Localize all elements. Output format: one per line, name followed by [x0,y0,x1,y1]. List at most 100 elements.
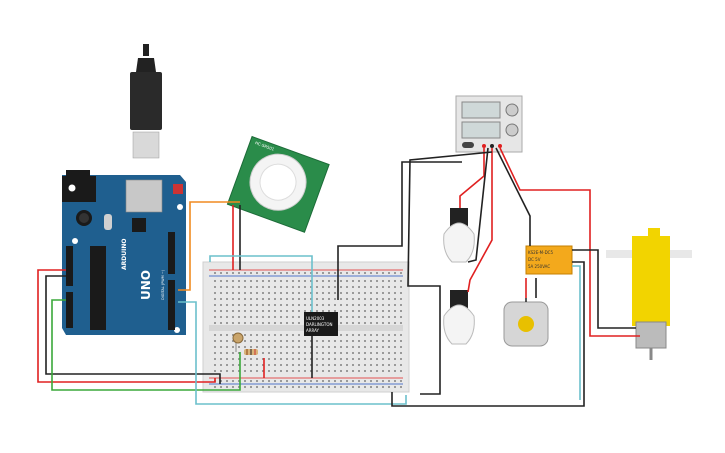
breadboard-hole [394,298,396,300]
breadboard-hole [220,310,222,312]
breadboard-hole [334,298,336,300]
breadboard-hole [328,280,330,282]
breadboard-hole [262,310,264,312]
breadboard-hole [364,370,366,372]
breadboard-hole [310,286,312,288]
breadboard-hole [256,310,258,312]
breadboard-hole [340,352,342,354]
breadboard-hole [214,386,216,388]
breadboard-hole [292,370,294,372]
breadboard-hole [226,298,228,300]
breadboard-hole [400,358,402,360]
breadboard-hole [238,310,240,312]
breadboard-hole [382,316,384,318]
breadboard-hole [310,298,312,300]
breadboard-hole [256,346,258,348]
breadboard-hole [214,280,216,282]
breadboard-hole [322,286,324,288]
breadboard-hole [388,304,390,306]
breadboard-hole [286,352,288,354]
ic-chip-line2: DARLINGTON [306,322,332,327]
breadboard-hole [340,340,342,342]
breadboard-hole [394,280,396,282]
breadboard-hole [310,340,312,342]
gear-motor [606,228,692,360]
wire-black-relay [572,249,636,329]
breadboard-hole [268,358,270,360]
breadboard-hole [238,346,240,348]
breadboard-hole [376,364,378,366]
breadboard-hole [310,352,312,354]
breadboard-hole [400,310,402,312]
breadboard-hole [268,304,270,306]
wire-cyan-a [178,301,407,405]
breadboard-hole [292,340,294,342]
breadboard-hole [382,386,384,388]
arduino-digital-label: DIGITAL (PWM ~) [161,269,165,300]
breadboard-hole [370,364,372,366]
usb-cable [130,44,162,159]
breadboard-hole [274,358,276,360]
breadboard-hole [382,364,384,366]
breadboard-hole [226,380,228,382]
breadboard-hole [226,340,228,342]
breadboard-hole [316,310,318,312]
breadboard-hole [304,310,306,312]
breadboard-hole [400,322,402,324]
breadboard-hole [364,280,366,282]
breadboard-hole [220,386,222,388]
breadboard-hole [376,352,378,354]
breadboard-hole [244,316,246,318]
breadboard-hole [286,380,288,382]
relay-line3: 5A 250VAC [528,264,550,269]
breadboard-hole [316,352,318,354]
breadboard-hole [262,292,264,294]
breadboard-hole [376,358,378,360]
breadboard-hole [322,386,324,388]
breadboard-hole [358,352,360,354]
breadboard-hole [328,292,330,294]
breadboard-hole [334,380,336,382]
breadboard-hole [238,364,240,366]
breadboard-hole [232,370,234,372]
breadboard-hole [400,286,402,288]
breadboard-hole [274,286,276,288]
breadboard-hole [340,346,342,348]
breadboard-hole [388,286,390,288]
wire-red-ps1 [459,148,485,208]
breadboard-hole [274,340,276,342]
breadboard-hole [370,286,372,288]
breadboard-hole [262,340,264,342]
breadboard-hole [400,346,402,348]
breadboard-hole [256,370,258,372]
breadboard-hole [358,386,360,388]
breadboard-hole [286,272,288,274]
breadboard-hole [226,386,228,388]
breadboard-hole [286,386,288,388]
breadboard-hole [238,286,240,288]
breadboard-hole [226,352,228,354]
breadboard-hole [310,380,312,382]
breadboard-hole [250,316,252,318]
breadboard-hole [220,304,222,306]
breadboard-hole [376,310,378,312]
breadboard-hole [340,298,342,300]
breadboard-hole [238,292,240,294]
breadboard-hole [364,316,366,318]
breadboard-hole [322,298,324,300]
breadboard-hole [250,292,252,294]
breadboard-hole [370,334,372,336]
breadboard-hole [376,304,378,306]
breadboard-hole [316,386,318,388]
breadboard-hole [232,340,234,342]
wires [37,147,640,407]
breadboard-hole [232,304,234,306]
breadboard-hole [220,380,222,382]
breadboard-hole [400,334,402,336]
breadboard-hole [352,310,354,312]
breadboard-hole [244,340,246,342]
breadboard-hole [376,334,378,336]
pir-label: HC-SR501 [254,140,275,152]
breadboard-hole [292,352,294,354]
breadboard-hole [376,316,378,318]
